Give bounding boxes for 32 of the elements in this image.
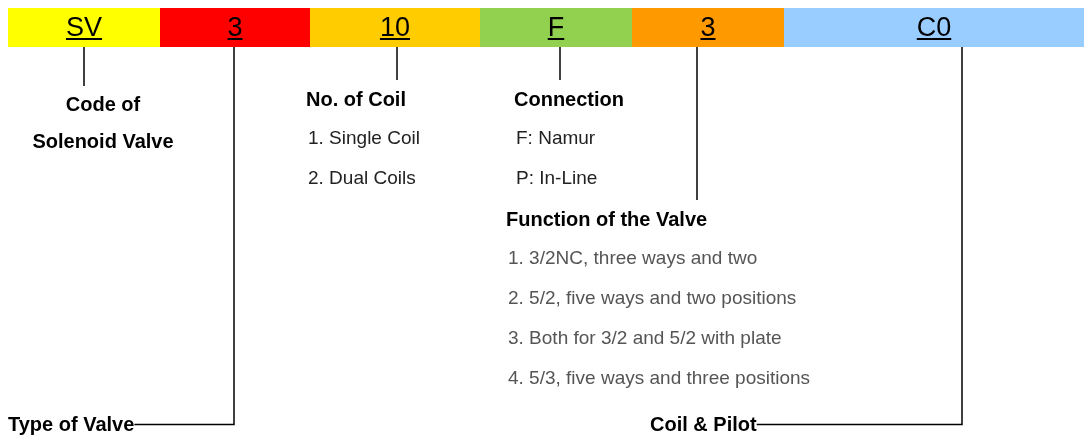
leader-line [559,46,561,81]
option-text: 1. Single Coil [307,126,421,150]
code-letter: C0 [916,12,952,43]
code-letter: 3 [227,12,243,43]
code-segment [784,8,1084,47]
option-text: F: Namur [515,126,597,150]
option-text: 1. 3/2NC, three ways and two [507,246,759,270]
leader-line [396,46,398,81]
field-heading: Function of the Valve [506,207,709,232]
field-heading: Type of Valve [8,414,135,435]
field-heading: Coil & Pilot [650,414,757,435]
code-letter: 3 [700,12,716,43]
leader-line [755,46,963,426]
field-heading: Connection [514,87,625,112]
code-segment [480,8,632,47]
option-text: 4. 5/3, five ways and three positions [507,366,812,390]
option-text: 2. Dual Coils [307,166,417,190]
code-segment [8,8,160,47]
code-segment [632,8,784,47]
code-letter: F [547,12,565,43]
option-text: 3. Both for 3/2 and 5/2 with plate [507,326,783,350]
code-letter: SV [66,12,102,43]
option-text: 2. 5/2, five ways and two positions [507,286,798,310]
leader-line [696,46,698,201]
option-text: P: In-Line [515,166,599,190]
code-segment [160,8,310,47]
leader-line [83,46,85,87]
field-heading: No. of Coil [306,87,407,112]
code-letter: 10 [379,12,410,43]
leader-line [133,46,235,426]
field-heading: Code of Solenoid Valve [31,92,175,154]
code-segment [310,8,480,47]
